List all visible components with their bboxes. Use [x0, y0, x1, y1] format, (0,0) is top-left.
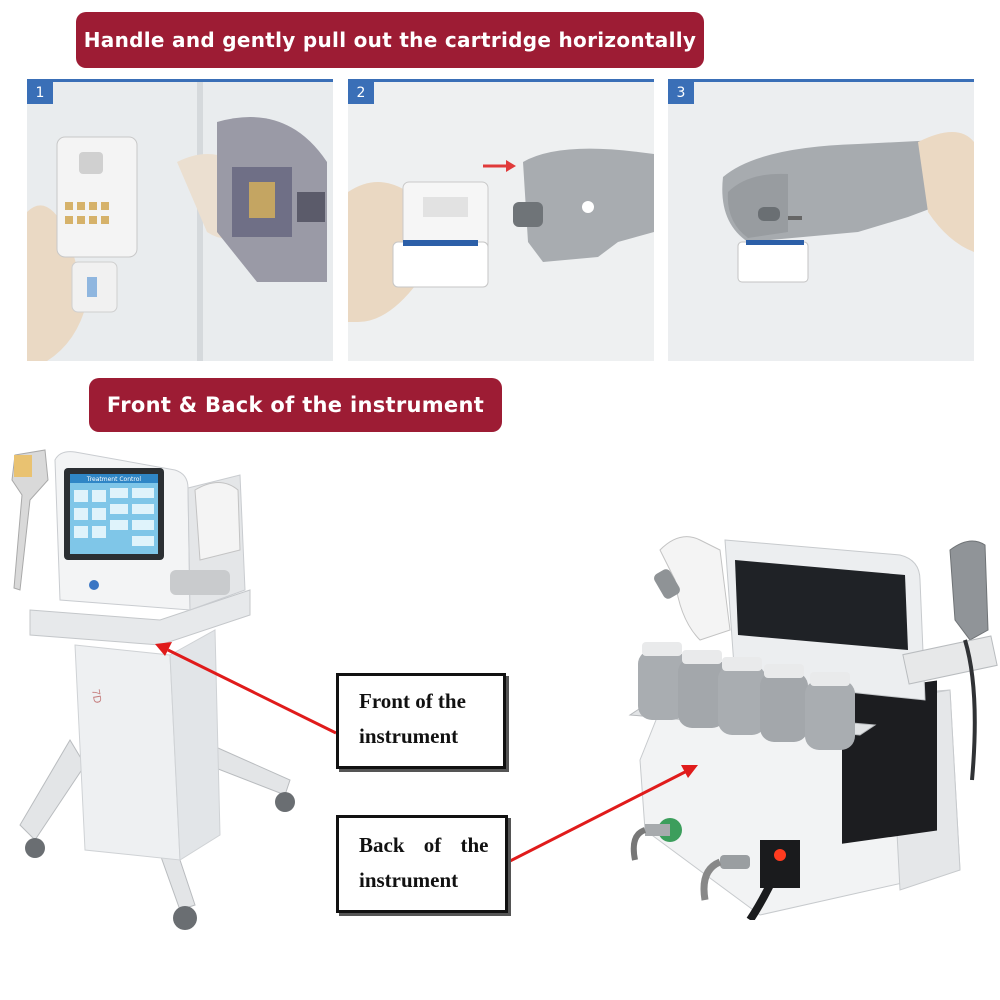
back-arrow: [507, 765, 698, 864]
instrument-front-image: 7D Treatment Control: [11, 449, 295, 930]
cartridge-removal-illustration-2: [348, 82, 654, 361]
step-number-badge: 2: [348, 82, 374, 104]
section-banner: Front & Back of the instrument: [89, 378, 502, 432]
front-label-box: Front of the instrument: [336, 673, 506, 769]
step-number-badge: 1: [27, 82, 53, 104]
cartridge-removal-illustration-1: [27, 82, 333, 361]
instruction-banner: Handle and gently pull out the cartridge…: [76, 12, 704, 68]
cartridge-removal-illustration-3: [668, 82, 974, 361]
front-label-line1: Front of the: [359, 689, 466, 713]
instruction-banner-text: Handle and gently pull out the cartridge…: [83, 28, 697, 52]
section-banner-text: Front & Back of the instrument: [106, 393, 485, 417]
step-photo-3: 3: [668, 79, 974, 361]
step-photo-2: 2: [348, 79, 654, 361]
front-label-line2: instrument: [359, 723, 459, 748]
back-label-line1: Back of the: [359, 833, 489, 857]
svg-text:7D: 7D: [89, 688, 103, 704]
back-label-box: Back of the instrument: [336, 815, 508, 913]
step-number-badge: 3: [668, 82, 694, 104]
instrument-back-image: [628, 536, 998, 920]
step-photo-1: 1: [27, 79, 333, 361]
screen-title: Treatment Control: [86, 476, 141, 483]
back-label-line2: instrument: [359, 867, 459, 892]
front-arrow: [155, 642, 337, 735]
